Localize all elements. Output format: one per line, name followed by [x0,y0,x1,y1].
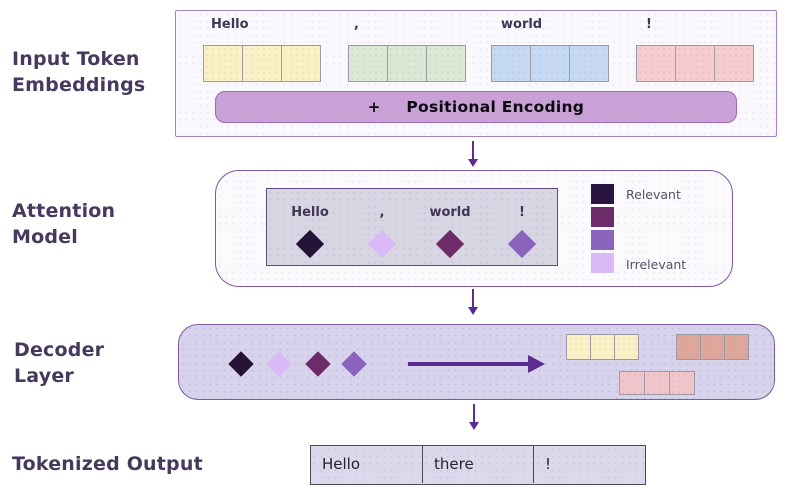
decoder-layer-panel [178,324,775,400]
embedding-row-hello [203,45,321,82]
decoder-cell [724,334,749,360]
decoder-pink-row [619,371,695,395]
attention-token-label-hello: Hello [291,205,329,220]
label-decoder-layer: Decoder Layer [14,339,105,387]
tokenized-output-table: Hello there ! [310,445,646,485]
legend-swatch-2 [591,207,614,227]
embedding-cell [569,45,609,82]
output-token-cell: there [422,446,533,483]
embedding-cell [242,45,282,82]
decoder-diamond-3 [305,351,331,377]
decoder-cell [566,334,591,360]
embedding-row-exclaim [636,45,754,82]
decoder-cell [614,334,639,360]
embedding-cell [675,45,715,82]
attention-diamond-world [435,229,465,259]
plus-icon: + [367,98,381,116]
attention-tokens-box: Hello , world ! [266,188,558,266]
decoder-yellow-row [566,334,639,360]
input-token-label-exclaim: ! [646,17,652,32]
decoder-cell [669,371,695,395]
positional-encoding-bar: + Positional Encoding [215,91,737,123]
legend-swatch-3 [591,230,614,250]
decoder-diamond-2 [266,351,292,377]
embedding-cell [387,45,427,82]
input-token-label-comma: , [354,17,359,32]
embedding-cell [281,45,321,82]
attention-token-label-comma: , [379,205,385,220]
right-arrow-icon [408,355,545,373]
decoder-cell [644,371,670,395]
down-arrow-icon [468,289,478,315]
decoder-cell [590,334,615,360]
positional-encoding-label: Positional Encoding [406,98,585,116]
input-token-label-hello: Hello [211,17,249,32]
decoder-cell [676,334,701,360]
input-embeddings-panel: Hello , world ! + Posit [175,10,777,137]
label-attention-model: Attention Model [12,200,116,248]
embedding-cell [203,45,243,82]
decoder-salmon-row [676,334,749,360]
attention-diamond-comma [367,229,397,259]
decoder-cell [619,371,645,395]
embedding-cell [636,45,676,82]
embedding-row-comma [348,45,466,82]
legend-swatch-1 [591,184,614,204]
embedding-cell [491,45,531,82]
down-arrow-icon [468,141,478,167]
output-token-cell: Hello [322,455,361,473]
decoder-diamond-1 [228,351,254,377]
embedding-cell [530,45,570,82]
legend-label-relevant: Relevant [626,187,681,202]
down-arrow-icon [469,404,479,430]
attention-diamond-exclaim [507,229,537,259]
embedding-cell [426,45,466,82]
label-tokenized-output: Tokenized Output [12,453,203,475]
attention-token-label-world: world [429,205,471,220]
label-input-token-embeddings: Input Token Embeddings [12,48,146,96]
output-token-cell: ! [533,446,644,483]
attention-diamond-hello [295,229,325,259]
embedding-row-world [491,45,609,82]
input-token-label-world: world [501,17,543,32]
embedding-cell [714,45,754,82]
decoder-diamond-4 [341,351,367,377]
attention-token-label-exclaim: ! [519,205,525,220]
legend-swatch-4 [591,253,614,273]
legend-label-irrelevant: Irrelevant [626,257,687,272]
decoder-cell [700,334,725,360]
embedding-cell [348,45,388,82]
attention-model-panel: Hello , world ! Relevant Irrelevant [215,170,733,287]
